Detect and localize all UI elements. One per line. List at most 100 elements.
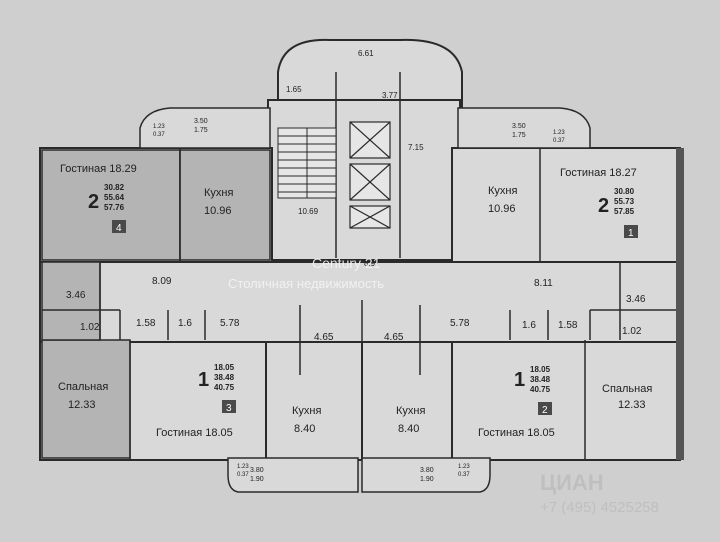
apt3-kitchen-label: Кухня bbox=[292, 405, 321, 417]
balc-bl-b: 1.90 bbox=[250, 476, 264, 483]
balcony-bottom-right bbox=[361, 457, 491, 493]
apt1-upper-block bbox=[451, 147, 681, 264]
shaded-rooms bbox=[41, 149, 271, 459]
balc-bl-d: 0.37 bbox=[237, 472, 249, 478]
apt3-number: 3 bbox=[226, 403, 232, 414]
balcony-top-left bbox=[139, 107, 271, 149]
apt4-r-1-6: 1.6 bbox=[178, 318, 192, 329]
dim-1-65: 1.65 bbox=[286, 85, 302, 94]
apt2-number: 2 bbox=[542, 405, 548, 416]
balc-tr-c: 1.23 bbox=[553, 130, 565, 136]
apt2-r-4-65: 4.65 bbox=[384, 332, 404, 343]
apt1-rooms: 2 bbox=[598, 195, 609, 217]
balc-tl-a: 3.50 bbox=[194, 118, 208, 125]
dim-7-15: 7.15 bbox=[408, 143, 424, 152]
apt2-kitchen-area: 8.40 bbox=[398, 423, 419, 435]
apt3-r-4-65: 4.65 bbox=[314, 332, 334, 343]
balc-tl-c: 1.23 bbox=[153, 124, 165, 130]
apt4-hall: 8.09 bbox=[152, 276, 172, 287]
apt4-living-label: Гостиная 18.29 bbox=[60, 163, 137, 175]
apt3-number-badge bbox=[222, 400, 236, 413]
apt2-area-3: 40.75 bbox=[530, 385, 551, 394]
apt1-r-3-46: 3.46 bbox=[626, 294, 646, 305]
apt1-bed-label: Спальная bbox=[602, 383, 652, 395]
apt4-number: 4 bbox=[116, 223, 122, 234]
kitchen-right-lower bbox=[361, 341, 457, 461]
outer-wall-strip bbox=[676, 148, 684, 460]
apt2-living-label: Гостиная 18.05 bbox=[478, 427, 555, 439]
apt4-kitchen-area: 10.96 bbox=[204, 205, 232, 217]
apt4-r-1-58: 1.58 bbox=[136, 318, 156, 329]
apt4-area-2: 55.64 bbox=[104, 193, 125, 202]
apt1-kitchen-area: 10.96 bbox=[488, 203, 516, 215]
kitchen-left-lower bbox=[265, 341, 365, 461]
balc-bl-a: 3.80 bbox=[250, 467, 264, 474]
watermark-corner-brand: ЦИАН bbox=[540, 470, 604, 495]
apt4-bedroom-shaded bbox=[41, 339, 131, 459]
apt4-bath-shaded bbox=[41, 261, 101, 341]
apt3-kitchen-area: 8.40 bbox=[294, 423, 315, 435]
balc-tr-d: 0.37 bbox=[553, 138, 565, 144]
apt3-living-label: Гостиная 18.05 bbox=[156, 427, 233, 439]
apt1-number: 1 bbox=[628, 228, 634, 239]
staircase bbox=[277, 127, 337, 199]
apt2-number-badge bbox=[538, 402, 552, 415]
apt4-area-1: 30.82 bbox=[104, 183, 125, 192]
apt1-bed-area: 12.33 bbox=[618, 399, 646, 411]
top-bay bbox=[277, 38, 463, 113]
apt1-area-1: 30.80 bbox=[614, 187, 635, 196]
apt3-area-1: 18.05 bbox=[214, 363, 235, 372]
watermark-brand: Century 21 bbox=[312, 255, 381, 271]
apt1-r-5-78: 5.78 bbox=[450, 318, 470, 329]
apt4-rooms: 2 bbox=[88, 191, 99, 213]
balcony-bottom-left bbox=[227, 457, 359, 493]
partitions bbox=[42, 72, 680, 460]
balc-br-b: 1.90 bbox=[420, 476, 434, 483]
apt2-kitchen-label: Кухня bbox=[396, 405, 425, 417]
balc-tl-d: 0.37 bbox=[153, 132, 165, 138]
balc-tr-a: 3.50 bbox=[512, 123, 526, 130]
apt4-area-3: 57.76 bbox=[104, 203, 125, 212]
apt1-number-badge bbox=[624, 225, 638, 238]
balc-br-c: 1.23 bbox=[458, 464, 470, 470]
balc-bl-c: 1.23 bbox=[237, 464, 249, 470]
apt1-r-1-6: 1.6 bbox=[522, 320, 536, 331]
apt1-area-2: 55.73 bbox=[614, 197, 635, 206]
apt4-kitchen-shaded bbox=[179, 149, 271, 261]
balconies bbox=[139, 107, 591, 493]
apt3-area-3: 40.75 bbox=[214, 383, 235, 392]
balc-br-d: 0.37 bbox=[458, 472, 470, 478]
apt1-kitchen-label: Кухня bbox=[488, 185, 517, 197]
apt4-bed-label: Спальная bbox=[58, 381, 108, 393]
apt2-area-2: 38.48 bbox=[530, 375, 551, 384]
apt4-bed-area: 12.33 bbox=[68, 399, 96, 411]
apt4-living-shaded bbox=[41, 149, 181, 261]
watermark-corner-phone: +7 (495) 4525258 bbox=[540, 499, 659, 516]
dim-3-77: 3.77 bbox=[382, 91, 398, 100]
apt1-living-label: Гостиная 18.27 bbox=[560, 167, 637, 179]
apt1-r-1-02: 1.02 bbox=[622, 326, 642, 337]
apt2-lower-block bbox=[451, 341, 681, 461]
balc-tl-b: 1.75 bbox=[194, 127, 208, 134]
apt4-number-badge bbox=[112, 220, 126, 233]
apt1-hall: 8.11 bbox=[534, 278, 553, 289]
apt3-rooms: 1 bbox=[198, 369, 209, 391]
apt4-r-5-78: 5.78 bbox=[220, 318, 240, 329]
apt4-r-3-46: 3.46 bbox=[66, 290, 86, 301]
dim-top-arc: 6.61 bbox=[358, 49, 374, 58]
dim-center-hall: 8.97 bbox=[364, 259, 380, 268]
apt4-kitchen-label: Кухня bbox=[204, 187, 233, 199]
watermark-slogan: Столичная недвижимость bbox=[228, 276, 384, 291]
balcony-top-right bbox=[457, 107, 591, 149]
balc-tr-b: 1.75 bbox=[512, 132, 526, 139]
apt4-r-1-02: 1.02 bbox=[80, 322, 100, 333]
dim-10-69: 10.69 bbox=[298, 207, 319, 216]
apt1-area-3: 57.85 bbox=[614, 207, 635, 216]
apt1-r-1-58: 1.58 bbox=[558, 320, 578, 331]
apt2-area-1: 18.05 bbox=[530, 365, 551, 374]
apt2-rooms: 1 bbox=[514, 369, 525, 391]
balc-br-a: 3.80 bbox=[420, 467, 434, 474]
hall-band bbox=[39, 261, 681, 345]
apt3-area-2: 38.48 bbox=[214, 373, 235, 382]
